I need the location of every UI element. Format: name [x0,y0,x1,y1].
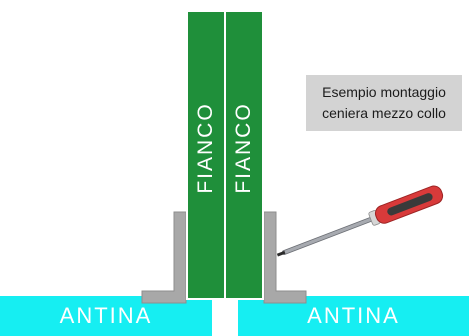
callout-line-1: Esempio montaggio [322,84,446,100]
antina-left-label: ANTINA [59,303,153,328]
right-hinge-bracket [263,211,307,304]
fianco-right-panel: FIANCO [224,10,264,300]
antina-right-label: ANTINA [307,303,400,328]
callout-line-2: ceniera mezzo collo [322,105,446,121]
example-callout: Esempio montaggio ceniera mezzo collo [306,75,462,131]
